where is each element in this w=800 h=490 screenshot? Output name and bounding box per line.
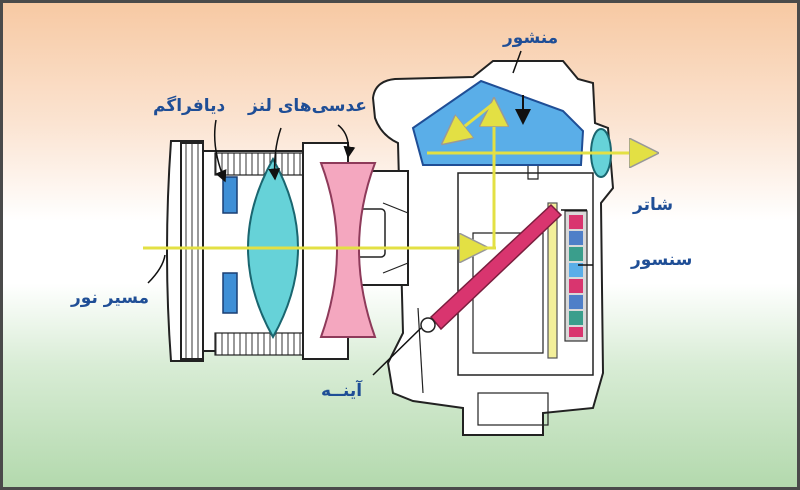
shutter <box>547 202 558 359</box>
light-rays <box>143 103 653 248</box>
prism-label: منشور <box>503 28 559 48</box>
leader-lines <box>147 50 593 376</box>
mirror <box>420 203 563 333</box>
sensor-label: سنسور <box>631 250 693 270</box>
sensor <box>564 210 588 342</box>
diaphragm-blades <box>222 176 238 314</box>
lens-elements-label: عدسی‌های لنز <box>248 96 367 116</box>
mirror-label: آینــه <box>321 381 363 401</box>
diaphragm-label: دیافراگم <box>153 96 226 116</box>
shutter-label: شاتر <box>633 195 674 215</box>
concave-lens <box>319 162 377 338</box>
camera-cross-section <box>143 50 800 436</box>
light-path-label: مسیر نور <box>71 288 150 308</box>
